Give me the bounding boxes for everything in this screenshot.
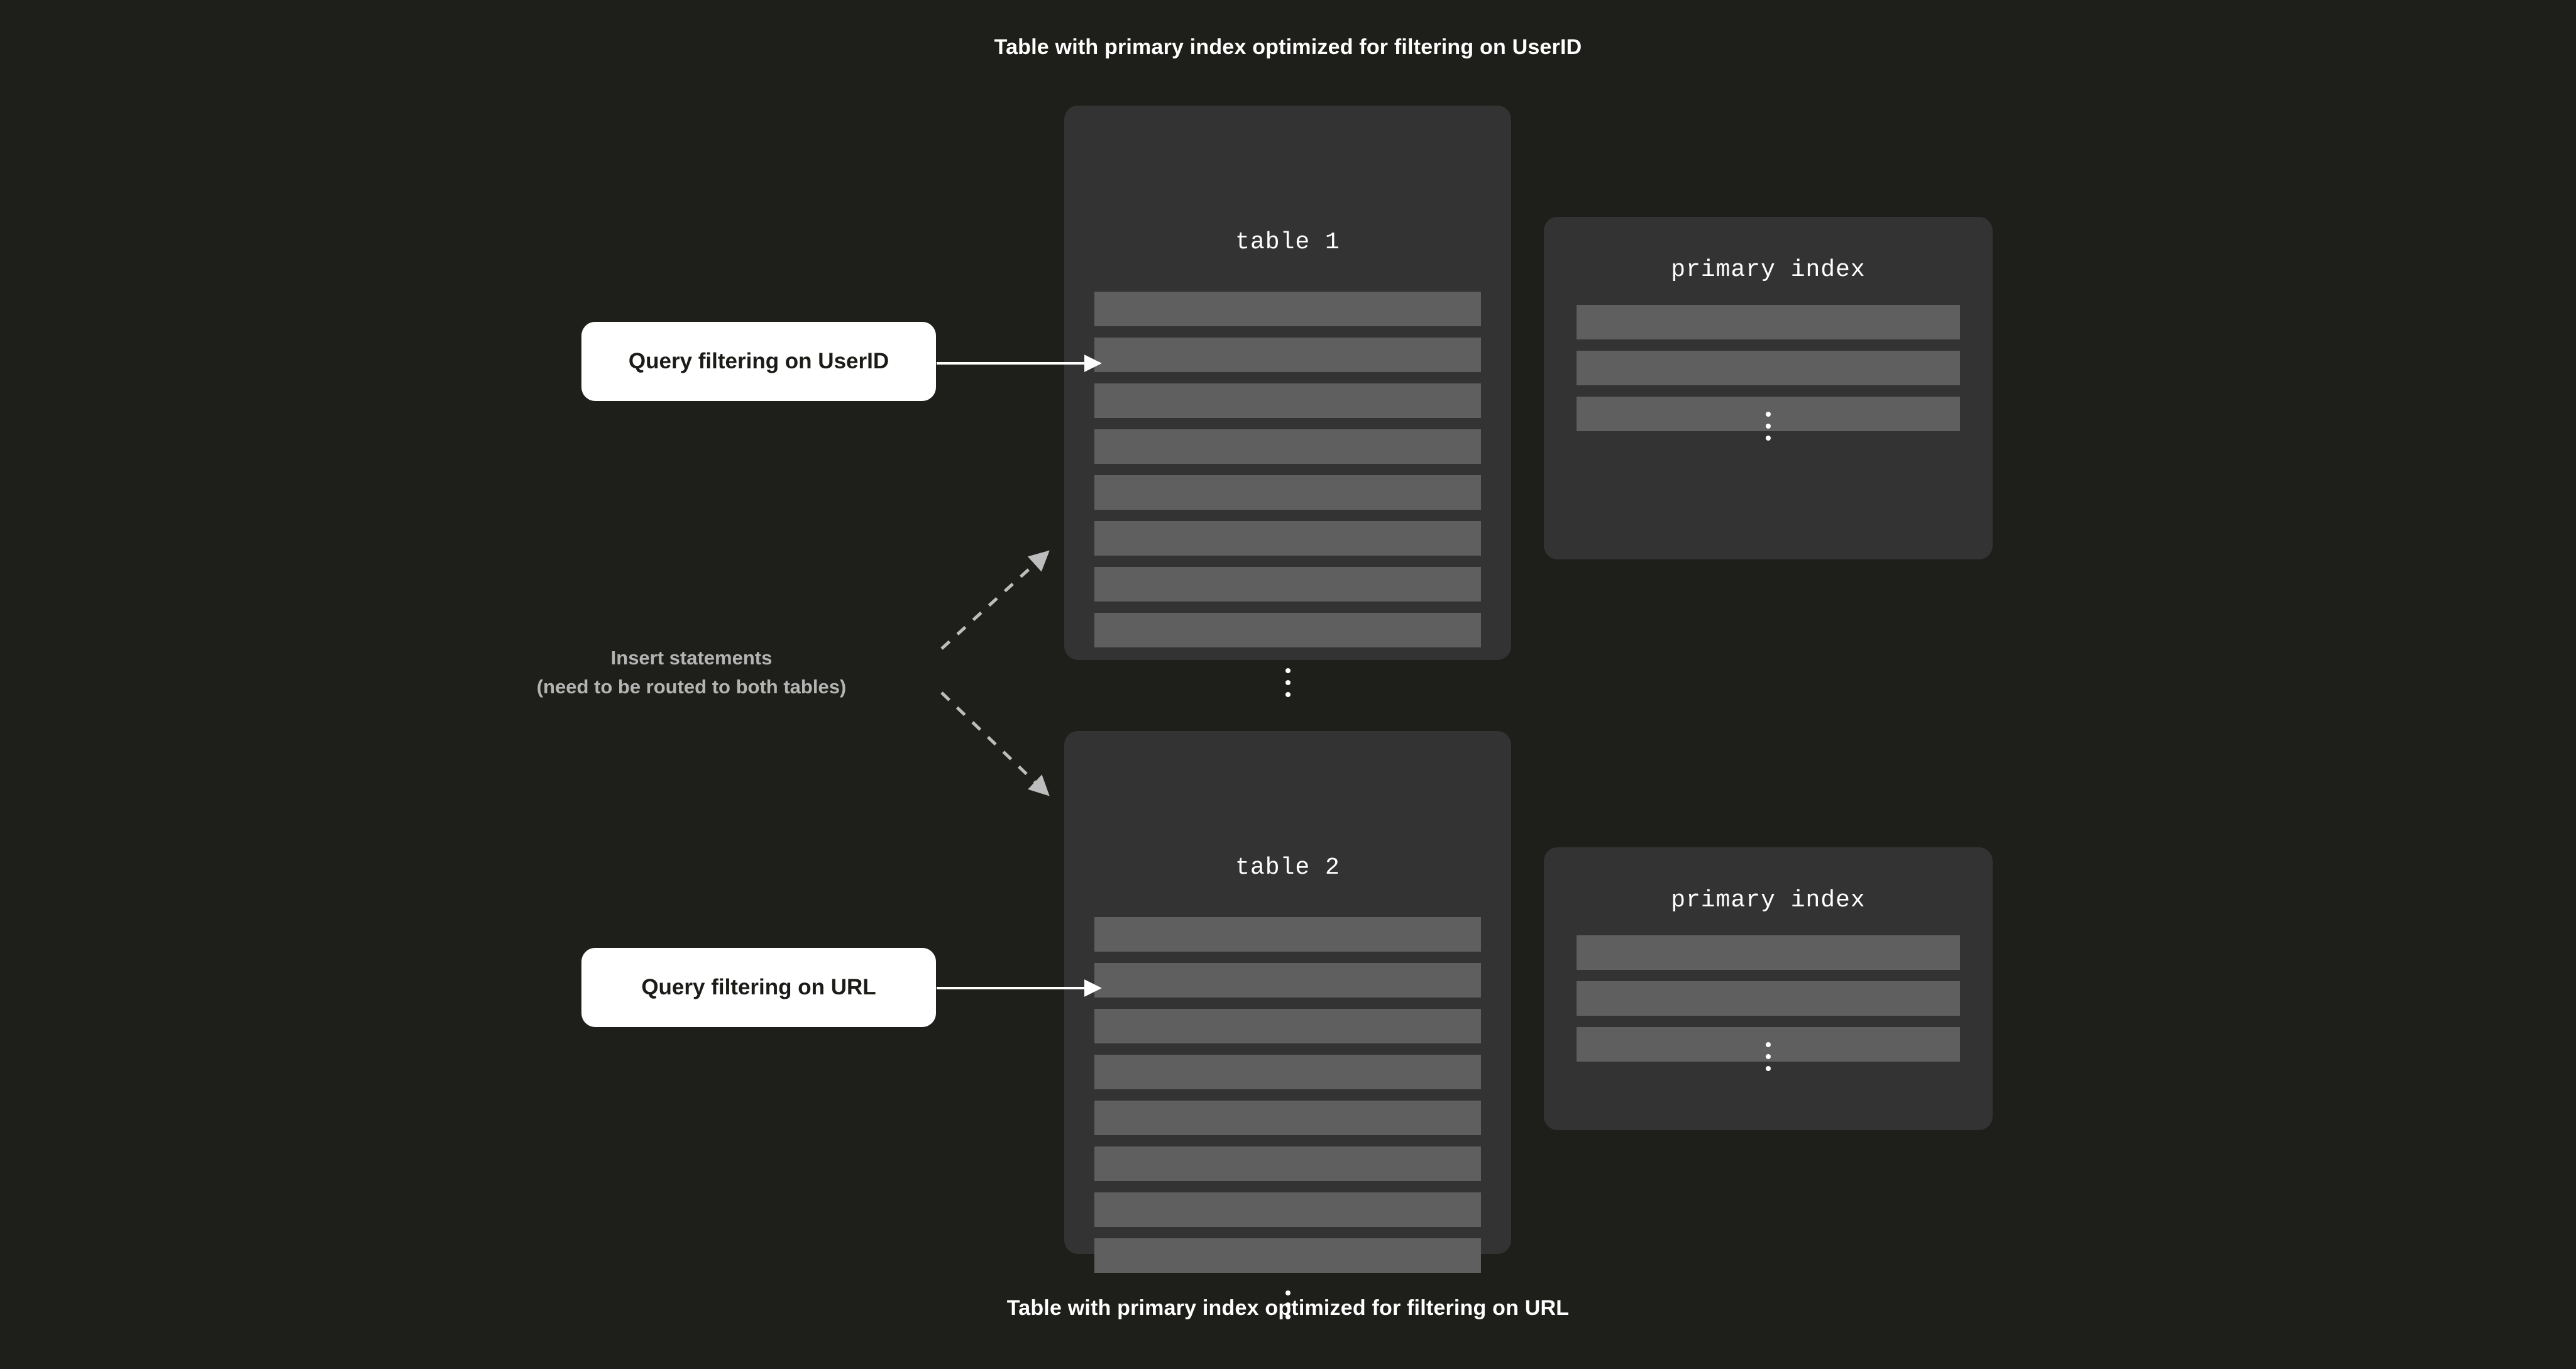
vertical-ellipsis-icon (1064, 668, 1511, 697)
arrow-insert-to-table1 (940, 550, 1050, 650)
table-row (1094, 1009, 1481, 1043)
table-row (1094, 521, 1481, 556)
arrow-insert-to-table2 (940, 691, 1050, 796)
table-2-title: table 2 (1235, 854, 1340, 881)
table-2-rows (1094, 917, 1481, 1273)
insert-statements-label: Insert statements (need to be routed to … (490, 644, 893, 701)
vertical-ellipsis-icon (1544, 1042, 1993, 1071)
index-row (1577, 351, 1960, 385)
table-row (1094, 383, 1481, 418)
table-2-panel: table 2 (1064, 731, 1511, 1319)
query-filtering-userid-callout[interactable]: Query filtering on UserID (581, 322, 936, 401)
table-row (1094, 567, 1481, 602)
table-row (1094, 1101, 1481, 1135)
primary-index-1-rows (1577, 305, 1960, 431)
table-row (1094, 1146, 1481, 1181)
vertical-ellipsis-icon (1064, 1290, 1511, 1319)
index-row (1577, 981, 1960, 1016)
index-row (1577, 305, 1960, 339)
primary-index-1-panel: primary index (1544, 217, 1993, 559)
table-row (1094, 1055, 1481, 1089)
table-1-panel: table 1 (1064, 106, 1511, 697)
primary-index-1-title: primary index (1671, 256, 1866, 283)
table-row (1094, 963, 1481, 998)
primary-index-2-panel: primary index (1544, 847, 1993, 1130)
vertical-ellipsis-icon (1544, 412, 1993, 441)
insert-statements-line-1: Insert statements (610, 647, 773, 669)
table-row (1094, 338, 1481, 372)
insert-statements-line-2: (need to be routed to both tables) (536, 676, 847, 698)
table-row (1094, 1238, 1481, 1273)
top-caption: Table with primary index optimized for f… (994, 35, 1582, 59)
table-row (1094, 475, 1481, 510)
table-1-title: table 1 (1235, 229, 1340, 256)
primary-index-2-title: primary index (1671, 887, 1866, 914)
table-1-rows (1094, 292, 1481, 647)
bottom-caption: Table with primary index optimized for f… (1006, 1296, 1570, 1320)
table-row (1094, 429, 1481, 464)
table-row (1094, 292, 1481, 326)
table-row (1094, 917, 1481, 952)
index-row (1577, 935, 1960, 970)
table-row (1094, 1192, 1481, 1227)
table-row (1094, 613, 1481, 647)
query-filtering-url-callout[interactable]: Query filtering on URL (581, 948, 936, 1027)
